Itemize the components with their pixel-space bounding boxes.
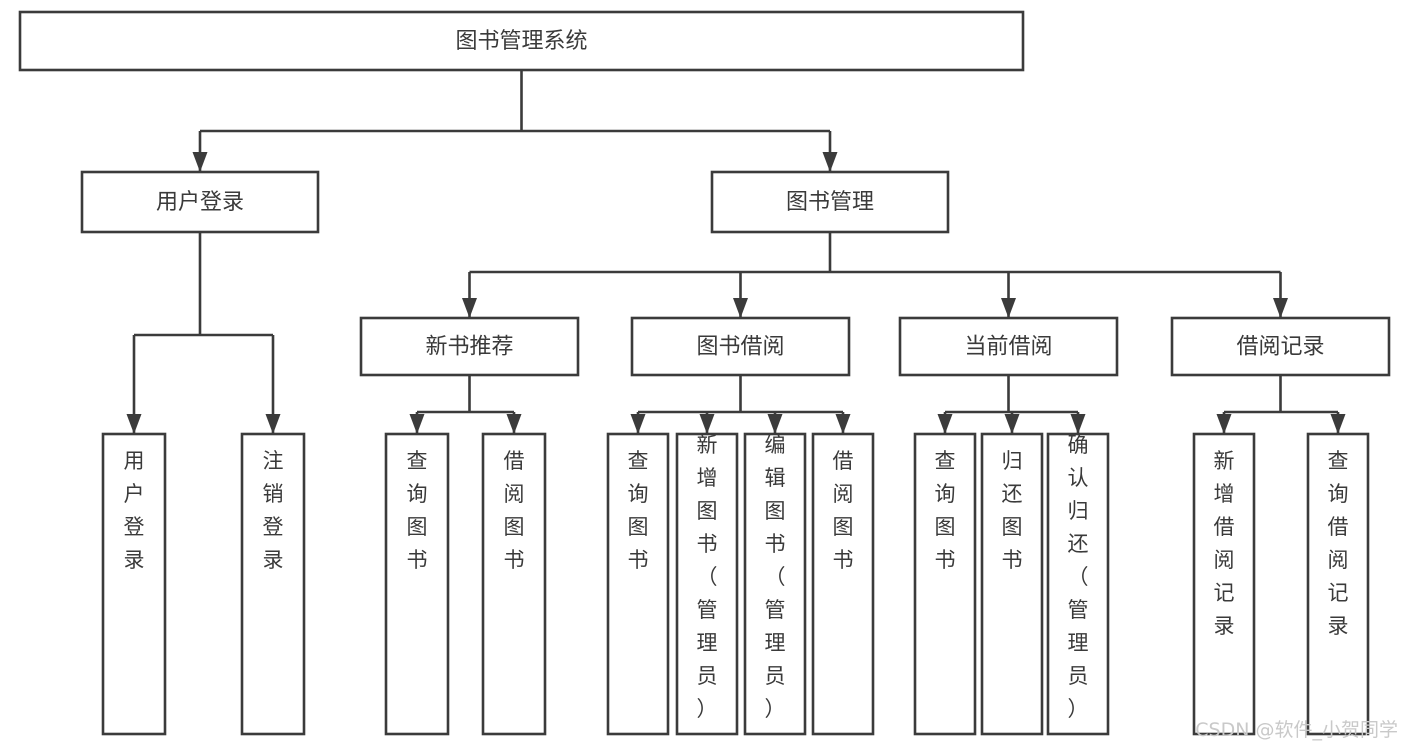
node-book-borrow[interactable]: 图书借阅 xyxy=(630,316,851,377)
nodes-layer: 图书管理系统用户登录图书管理新书推荐图书借阅当前借阅借阅记录用户登录注销登录查询… xyxy=(18,10,1391,736)
node-label: 新增借阅记录 xyxy=(1214,449,1235,638)
arrow-head xyxy=(1273,298,1288,318)
node-box[interactable] xyxy=(18,10,1025,72)
connector-group xyxy=(630,375,851,434)
arrow-head xyxy=(733,298,748,318)
node-current-borrow[interactable]: 当前借阅 xyxy=(898,316,1119,377)
node-book-manage[interactable]: 图书管理 xyxy=(710,170,950,234)
node-box[interactable] xyxy=(1306,432,1370,736)
node-label: 借阅记录 xyxy=(1236,335,1324,360)
arrow-head xyxy=(1070,414,1086,434)
node-leaf-user-logout[interactable]: 注销登录 xyxy=(240,432,306,736)
node-label: 用户登录 xyxy=(156,190,244,215)
node-box[interactable] xyxy=(898,316,1119,377)
edges-layer xyxy=(126,70,1346,434)
node-box[interactable] xyxy=(481,432,547,736)
node-leaf-query-book-3[interactable]: 查询图书 xyxy=(913,432,977,736)
connector-group xyxy=(1216,375,1346,434)
node-label: 用户登录 xyxy=(124,449,145,572)
arrow-head xyxy=(937,414,953,434)
node-leaf-query-book-1[interactable]: 查询图书 xyxy=(384,432,450,736)
node-box[interactable] xyxy=(811,432,875,736)
arrow-head xyxy=(462,298,477,318)
node-box[interactable] xyxy=(980,432,1044,736)
node-leaf-return-book[interactable]: 归还图书 xyxy=(980,432,1044,736)
node-box[interactable] xyxy=(1192,432,1256,736)
node-borrow-record[interactable]: 借阅记录 xyxy=(1170,316,1391,377)
node-leaf-query-record[interactable]: 查询借阅记录 xyxy=(1306,432,1370,736)
arrow-head xyxy=(126,414,142,434)
arrow-head xyxy=(1330,414,1346,434)
node-label: 当前借阅 xyxy=(964,335,1052,360)
node-label: 借阅图书 xyxy=(833,449,854,572)
node-label: 图书管理系统 xyxy=(455,29,587,54)
arrow-head xyxy=(409,414,425,434)
connector-group xyxy=(462,232,1288,318)
arrow-head xyxy=(822,152,838,172)
node-box[interactable] xyxy=(913,432,977,736)
node-leaf-borrow-book-1[interactable]: 借阅图书 xyxy=(481,432,547,736)
connector-group xyxy=(937,375,1086,434)
node-box[interactable] xyxy=(606,432,670,736)
node-label: 编辑图书（管理员） xyxy=(765,433,786,721)
node-box[interactable] xyxy=(101,432,167,736)
arrow-head xyxy=(630,414,646,434)
node-leaf-edit-book[interactable]: 编辑图书（管理员） xyxy=(743,432,807,736)
node-label: 注销登录 xyxy=(263,449,284,572)
arrow-head xyxy=(767,414,783,434)
node-box[interactable] xyxy=(710,170,950,234)
node-label: 新增图书（管理员） xyxy=(697,433,718,721)
node-label: 图书管理 xyxy=(786,190,874,215)
node-leaf-query-book-2[interactable]: 查询图书 xyxy=(606,432,670,736)
connector-group xyxy=(409,375,522,434)
node-label: 查询借阅记录 xyxy=(1328,449,1349,638)
node-leaf-confirm-return[interactable]: 确认归还（管理员） xyxy=(1046,432,1110,736)
node-label: 归还图书 xyxy=(1002,449,1023,572)
connector-group xyxy=(192,70,838,172)
node-label: 查询图书 xyxy=(935,449,956,572)
node-box[interactable] xyxy=(359,316,580,377)
node-root-book-management-system[interactable]: 图书管理系统 xyxy=(18,10,1025,72)
node-box[interactable] xyxy=(384,432,450,736)
node-leaf-add-book[interactable]: 新增图书（管理员） xyxy=(675,432,739,736)
node-label: 图书借阅 xyxy=(696,335,784,360)
node-label: 查询图书 xyxy=(407,449,428,572)
node-leaf-user-login[interactable]: 用户登录 xyxy=(101,432,167,736)
arrow-head xyxy=(265,414,281,434)
arrow-head xyxy=(1004,414,1020,434)
node-box[interactable] xyxy=(80,170,320,234)
node-leaf-borrow-book-2[interactable]: 借阅图书 xyxy=(811,432,875,736)
arrow-head xyxy=(192,152,208,172)
node-box[interactable] xyxy=(1170,316,1391,377)
node-new-book-recommend[interactable]: 新书推荐 xyxy=(359,316,580,377)
node-label: 新书推荐 xyxy=(425,335,513,360)
arrow-head xyxy=(1001,298,1016,318)
arrow-head xyxy=(699,414,715,434)
node-box[interactable] xyxy=(240,432,306,736)
node-box[interactable] xyxy=(1046,432,1110,736)
node-box[interactable] xyxy=(675,432,739,736)
node-box[interactable] xyxy=(630,316,851,377)
arrow-head xyxy=(1216,414,1232,434)
node-label: 确认归还（管理员） xyxy=(1068,433,1089,721)
node-label: 查询图书 xyxy=(628,449,649,572)
arrow-head xyxy=(835,414,851,434)
node-leaf-add-record[interactable]: 新增借阅记录 xyxy=(1192,432,1256,736)
arrow-head xyxy=(506,414,522,434)
node-label: 借阅图书 xyxy=(504,449,525,572)
node-box[interactable] xyxy=(743,432,807,736)
node-user-login[interactable]: 用户登录 xyxy=(80,170,320,234)
connector-group xyxy=(126,232,281,434)
csdn-watermark: CSDN @软件_小贺同学 xyxy=(1195,719,1398,741)
